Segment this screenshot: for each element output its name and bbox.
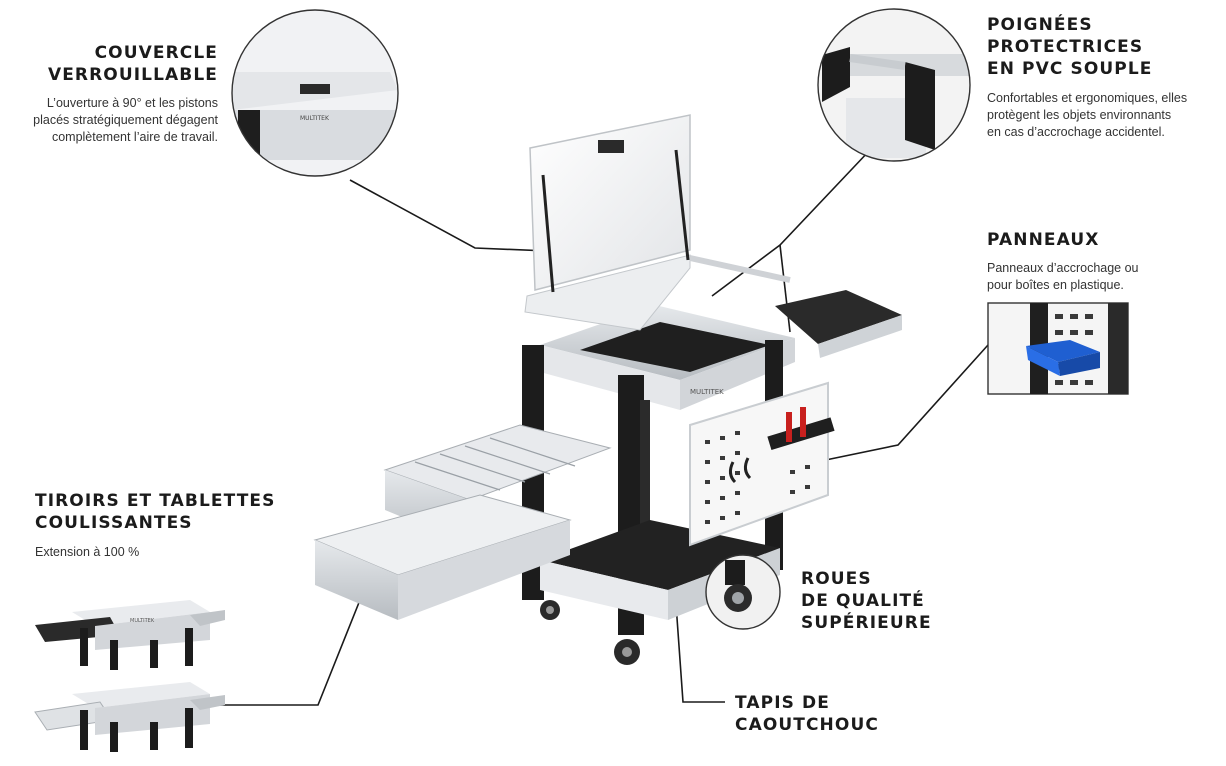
title-line: CAOUTCHOUC: [735, 715, 879, 735]
blue-bin-icon: [1026, 340, 1100, 362]
lid-description: L’ouverture à 90° et les pistons placés …: [6, 95, 218, 146]
title-line: TAPIS DE: [735, 693, 830, 713]
hook-icon: [743, 457, 752, 480]
bottom-tray: [540, 520, 780, 590]
desc-line: placés stratégiquement dégagent: [33, 113, 218, 127]
brand-mark: MULTITEK: [300, 115, 330, 122]
thumbnail-cart-shelf-open: MULTITEK: [35, 600, 225, 670]
handle-callout-line: [711, 149, 871, 297]
handle-callout-line-2: [779, 244, 791, 333]
brand-mark: MULTITEK: [690, 388, 724, 396]
cart-body: MULTITEK: [522, 290, 902, 665]
desc-line: pour boîtes en plastique.: [987, 278, 1124, 292]
hook-icon: [728, 461, 737, 484]
desc-line: complètement l’aire de travail.: [51, 130, 218, 144]
title-line: COUVERCLE: [94, 43, 218, 63]
desc-line: L’ouverture à 90° et les pistons: [46, 96, 218, 110]
drawers-title: TIROIRS ET TABLETTES COULISSANTES: [35, 490, 295, 534]
title-line: PROTECTRICES: [987, 37, 1144, 57]
open-lid: [524, 114, 791, 331]
desc-line: protègent les objets environnants: [987, 108, 1172, 122]
title-line: EN PVC SOUPLE: [987, 59, 1153, 79]
title-line: ROUES: [801, 569, 872, 589]
handles-detail-circle: [817, 8, 971, 162]
lid-detail-circle: MULTITEK: [231, 9, 399, 177]
desc-line: Confortables et ergonomiques, elles: [987, 91, 1188, 105]
title-line: VERROUILLABLE: [47, 65, 218, 85]
thumbnail-cart-drawer-open: [34, 682, 225, 752]
mat-title: TAPIS DE CAOUTCHOUC: [735, 692, 915, 736]
desc-line: en cas d’accrochage accidentel.: [987, 125, 1165, 139]
desc-line: Extension à 100 %: [35, 545, 140, 559]
title-line: POIGNÉES: [987, 15, 1093, 35]
title-line: DE QUALITÉ: [801, 591, 925, 611]
lid-title: COUVERCLE VERROUILLABLE: [40, 42, 218, 86]
drawers-description: Extension à 100 %: [35, 544, 235, 561]
sliding-drawers: [313, 424, 612, 620]
lock-icon: [598, 140, 624, 153]
title-line: TIROIRS ET TABLETTES: [35, 491, 276, 511]
panel-detail-square: [987, 302, 1129, 395]
wheel-detail-circle: [705, 554, 781, 630]
brand-mark: MULTITEK: [130, 618, 155, 624]
pegboard-panel: [689, 381, 835, 547]
wheels-title: ROUES DE QUALITÉ SUPÉRIEURE: [801, 568, 961, 634]
wheel: [614, 639, 640, 665]
handles-description: Confortables et ergonomiques, elles prot…: [987, 90, 1219, 141]
title-line: COULISSANTES: [35, 513, 193, 533]
panel-callout-line: [815, 344, 989, 463]
title-line: SUPÉRIEURE: [801, 613, 932, 633]
title-line: PANNEAUX: [987, 230, 1100, 250]
screwdriver-handle-icon: [800, 407, 806, 437]
handles-title: POIGNÉES PROTECTRICES EN PVC SOUPLE: [987, 14, 1207, 80]
wheel: [540, 600, 560, 620]
side-shelf: [775, 290, 902, 344]
screwdriver-handle-icon: [786, 412, 792, 442]
panels-description: Panneaux d’accrochage ou pour boîtes en …: [987, 260, 1187, 294]
desc-line: Panneaux d’accrochage ou: [987, 261, 1139, 275]
mat-callout-line: [674, 589, 725, 703]
panels-title: PANNEAUX: [987, 229, 1187, 251]
